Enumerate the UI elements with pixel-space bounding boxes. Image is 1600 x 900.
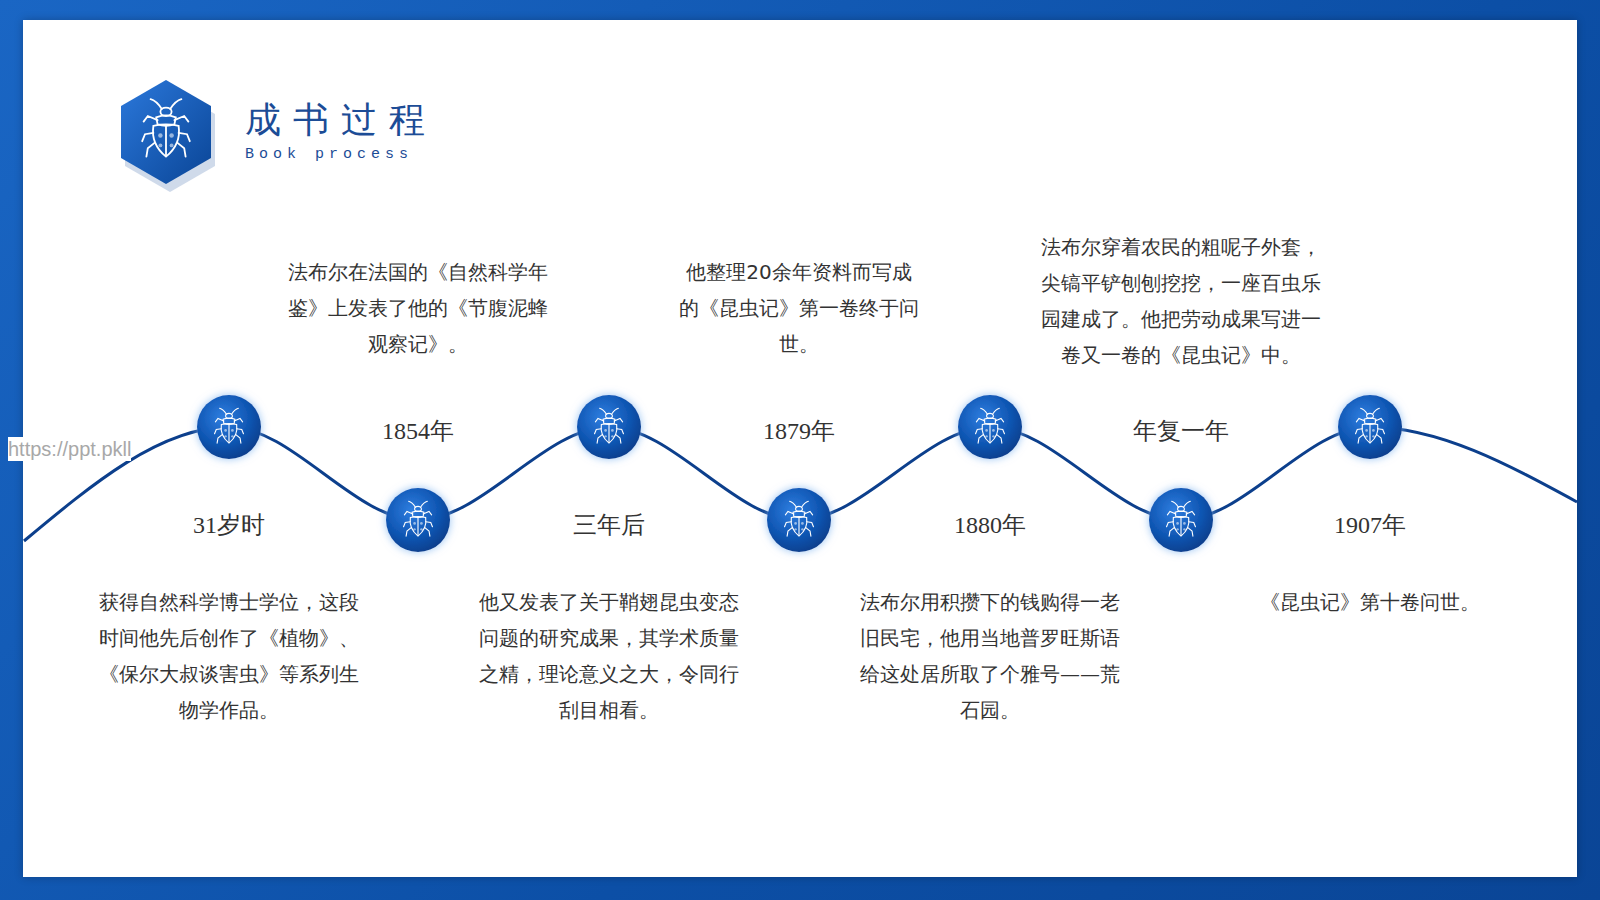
time-label: 1854年 — [382, 417, 454, 446]
hexagon-beetle — [142, 99, 190, 156]
dot-beetle — [404, 501, 433, 536]
dot-circle — [386, 488, 450, 552]
dot-circle — [577, 395, 641, 459]
event-description: 《昆虫记》第十卷问世。 — [1260, 584, 1480, 620]
timeline-dot — [197, 395, 261, 459]
dot-beetle — [1356, 408, 1385, 443]
dot-circle — [1149, 488, 1213, 552]
time-label: 31岁时 — [193, 511, 265, 540]
slide-title: 成书过程 — [245, 98, 437, 141]
dot-beetle — [215, 408, 244, 443]
timeline-dot — [1338, 395, 1402, 459]
dot-beetle — [1167, 501, 1196, 536]
timeline-dot — [386, 488, 450, 552]
watermark: https://ppt.pkll — [8, 437, 131, 461]
time-label: 年复一年 — [1133, 417, 1229, 446]
time-label: 1879年 — [763, 417, 835, 446]
dot-circle — [767, 488, 831, 552]
event-description: 法布尔用积攒下的钱购得一老旧民宅，他用当地普罗旺斯语给这处居所取了个雅号——荒石… — [858, 584, 1122, 728]
time-label: 1907年 — [1334, 511, 1406, 540]
timeline-dot — [1149, 488, 1213, 552]
event-description: 他整理20余年资料而写成的《昆虫记》第一卷终于问世。 — [678, 254, 920, 362]
event-description: 法布尔在法国的《自然科学年鉴》上发表了他的《节腹泥蜂观察记》。 — [287, 254, 549, 362]
dot-beetle — [595, 408, 624, 443]
dot-circle — [1338, 395, 1402, 459]
timeline-dot — [577, 395, 641, 459]
subtitle: Book process — [245, 146, 413, 164]
event-description: 法布尔穿着农民的粗呢子外套，尖镐平铲刨刨挖挖，一座百虫乐园建成了。他把劳动成果写… — [1039, 229, 1323, 373]
timeline-dot — [958, 395, 1022, 459]
dot-circle — [958, 395, 1022, 459]
timeline-dot — [767, 488, 831, 552]
event-description: 他又发表了关于鞘翅昆虫变态问题的研究成果，其学术质量之精，理论意义之大，令同行刮… — [478, 584, 740, 728]
hexagon — [121, 80, 211, 184]
dot-beetle — [785, 501, 814, 536]
time-label: 三年后 — [573, 511, 645, 540]
timeline-dots — [197, 395, 1402, 552]
dot-beetle — [976, 408, 1005, 443]
title-hexagon — [121, 80, 215, 192]
event-description: 获得自然科学博士学位，这段时间他先后创作了《植物》、《保尔大叔谈害虫》等系列生物… — [93, 584, 365, 728]
dot-circle — [197, 395, 261, 459]
time-label: 1880年 — [954, 511, 1026, 540]
